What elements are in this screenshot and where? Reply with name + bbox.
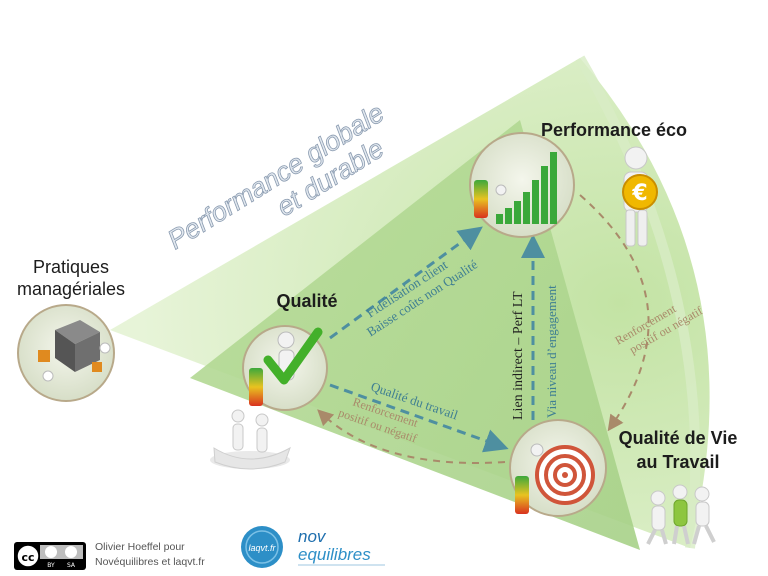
nov-logo-line2: equilibres	[298, 545, 371, 564]
team-icon	[646, 484, 716, 545]
node-label-performance: Performance éco	[541, 120, 687, 140]
laqvt-logo[interactable]: laqvt.fr	[241, 526, 283, 568]
node-qualite	[242, 325, 328, 411]
gauge-qualite	[249, 368, 263, 406]
label-via-engagement: Via niveau d’engagement	[544, 285, 559, 418]
cube-icon	[38, 320, 111, 382]
svg-text:€: €	[631, 181, 647, 206]
gauge-performance	[474, 180, 488, 218]
node-label-qualite: Qualité	[276, 291, 337, 311]
node-label-pratiques-line2: managériales	[17, 279, 125, 299]
person-check-icon	[263, 327, 323, 385]
euro-person-icon: €	[622, 146, 658, 247]
credit-line1: Olivier Hoeffel pour	[95, 541, 185, 553]
cc-by-label: BY	[47, 562, 55, 569]
cc-label: cc	[21, 551, 34, 564]
laqvt-logo-text: laqvt.fr	[248, 543, 276, 553]
node-performance	[469, 132, 575, 238]
node-qvt	[509, 419, 607, 517]
gauge-qvt	[515, 476, 529, 514]
bar-chart-icon	[495, 152, 557, 224]
arrow-qualite-to-perf	[329, 226, 483, 340]
novequilibres-logo[interactable]: nov equilibres	[298, 527, 385, 566]
handshake-icon	[210, 409, 291, 470]
arrow-qvt-to-qualite-reinforcement	[317, 409, 506, 464]
arrow-perf-to-qvt-reinforcement	[579, 194, 650, 432]
arrow-qualite-to-qvt	[329, 383, 509, 453]
credit-line2: Novéquilibres et laqvt.fr	[95, 556, 205, 568]
node-label-qvt-line1: Qualité de Vie	[619, 428, 738, 448]
node-label-qvt-line2: au Travail	[636, 452, 719, 472]
cc-sa-label: SA	[67, 562, 76, 569]
label-lien-indirect: Lien indirect – Perf LT	[511, 291, 526, 420]
cone-rim	[575, 55, 701, 549]
cc-license-badge[interactable]: cc BY SA	[14, 542, 86, 570]
nov-logo-line1: nov	[298, 527, 327, 546]
target-icon	[530, 443, 595, 505]
node-pratiques	[17, 304, 115, 402]
node-label-pratiques-line1: Pratiques	[33, 257, 109, 277]
